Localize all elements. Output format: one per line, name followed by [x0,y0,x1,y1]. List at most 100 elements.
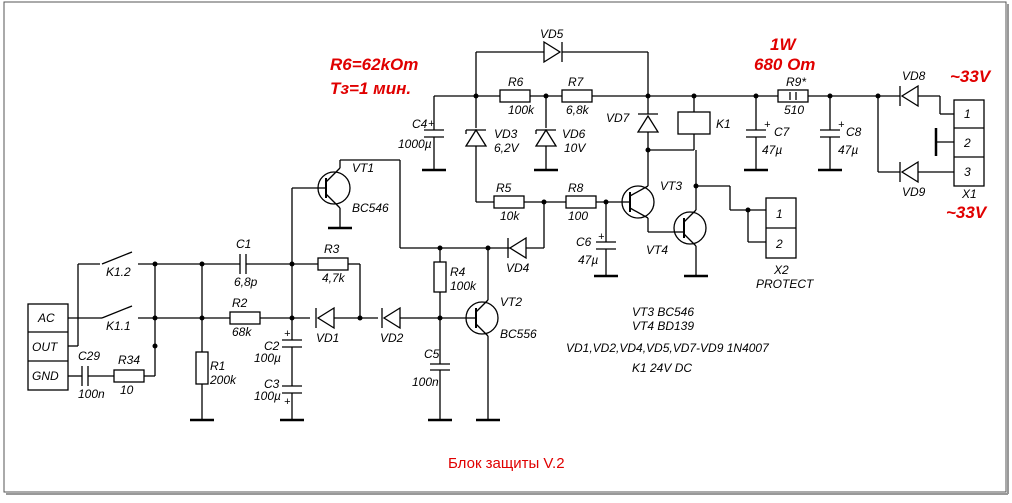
r6-note: R6=62kOm [330,55,418,74]
x1-pin-1: 1 [964,107,971,121]
svg-text:+: + [838,119,845,131]
x2-pin-2: 2 [775,237,783,251]
svg-text:+: + [428,118,435,130]
c2-value: 100µ [254,351,281,365]
c8-label: C8 [846,125,862,139]
vd2-label: VD2 [380,331,404,345]
svg-text:+: + [598,231,605,243]
r3-label: R3 [324,242,340,256]
c8-value: 47µ [838,143,858,157]
resistor-r4 [433,261,447,293]
x2-pin-1: 1 [776,207,783,221]
r3-value: 4,7k [322,271,346,285]
resistor-r34 [113,369,145,383]
vd6-value: 10V [564,141,586,155]
relay-k1 [677,111,711,135]
c7-label: C7 [774,125,791,139]
svg-text:+: + [284,396,291,408]
transistor-vt3 [621,185,655,219]
x1-pin-2: 2 [963,136,971,150]
note-vt4: VT4 BD139 [632,319,694,333]
c6-value: 47µ [578,253,598,267]
resistor-r9 [777,89,809,103]
note-relay: K1 24V DC [632,361,692,375]
r1-label: R1 [210,359,225,373]
transistor-vt1 [317,160,352,230]
svg-text:+: + [284,328,291,340]
r8-value: 100 [568,209,588,223]
k12-label: K1.2 [106,265,131,279]
vd9-label: VD9 [902,185,926,199]
vt2-type: BC556 [500,327,537,341]
c2-label: C2 [264,339,280,353]
c5-value: 100n [412,375,439,389]
switch-k11 [100,305,155,319]
r5-value: 10k [500,209,520,223]
switch-k12 [101,251,155,265]
x2-label: X2 [773,263,789,277]
vt1-type: BC546 [352,201,389,215]
x1-label: X1 [961,187,977,201]
x2-caption: PROTECT [756,277,815,291]
vd6-label: VD6 [562,127,586,141]
vd5-label: VD5 [540,27,564,41]
c3-value: 100µ [254,389,281,403]
r34-value: 10 [120,383,134,397]
tz-note: Tз=1 мин. [330,79,411,98]
c4-value: 1000µ [398,137,432,151]
resistor-r5 [493,195,525,209]
r34-label: R34 [118,353,140,367]
transistor-vt2 [465,248,500,422]
c5-label: C5 [424,347,440,361]
vt2-label: VT2 [500,295,522,309]
vd1-label: VD1 [316,331,339,345]
voltage-bottom: ~33V [946,203,988,222]
junction-dots [152,93,881,349]
resistor-r8 [565,195,597,209]
r1-value: 200k [209,373,237,387]
voltage-top: ~33V [950,67,992,86]
r7-value: 6,8k [566,103,590,117]
svg-text:+: + [764,119,771,131]
r9-label: R9* [786,75,806,89]
resistor-r7 [561,89,593,103]
sheet-frame [3,1,1007,493]
r6-value: 100k [508,103,535,117]
note-vt3: VT3 BC546 [632,305,694,319]
connector-x1 [953,99,985,187]
resistor-r6 [499,89,531,103]
pin-out-label: OUT [32,340,59,354]
vd4-label: VD4 [506,261,530,275]
vd3-label: VD3 [494,127,518,141]
vd3-value: 6,2V [494,141,520,155]
r2-value: 68k [232,325,252,339]
x1-pin-3: 3 [964,165,971,179]
transistor-vt4 [673,209,707,247]
connector-x2 [765,197,797,259]
pin-gnd-label: GND [32,369,59,383]
c1-label: C1 [236,237,251,251]
vt4-label: VT4 [646,243,668,257]
r2-label: R2 [232,296,248,310]
k11-label: K1.1 [106,319,131,333]
c1-value: 6,8p [234,275,258,289]
r4-value: 100k [450,279,477,293]
left-connector [27,303,69,391]
c6-label: C6 [576,235,592,249]
resistor-r1 [195,351,209,385]
vt3-label: VT3 [660,179,682,193]
vt1-label: VT1 [352,161,374,175]
vd8-label: VD8 [902,69,926,83]
r7-label: R7 [568,75,585,89]
c29-value: 100n [78,387,105,401]
c7-value: 47µ [762,143,782,157]
r4-label: R4 [450,265,466,279]
resistor-r2 [229,311,261,325]
c4-label: C4 [412,117,428,131]
r5-label: R5 [496,181,512,195]
r6-label: R6 [508,75,524,89]
c29-label: C29 [78,349,100,363]
c3-label: C3 [264,377,280,391]
